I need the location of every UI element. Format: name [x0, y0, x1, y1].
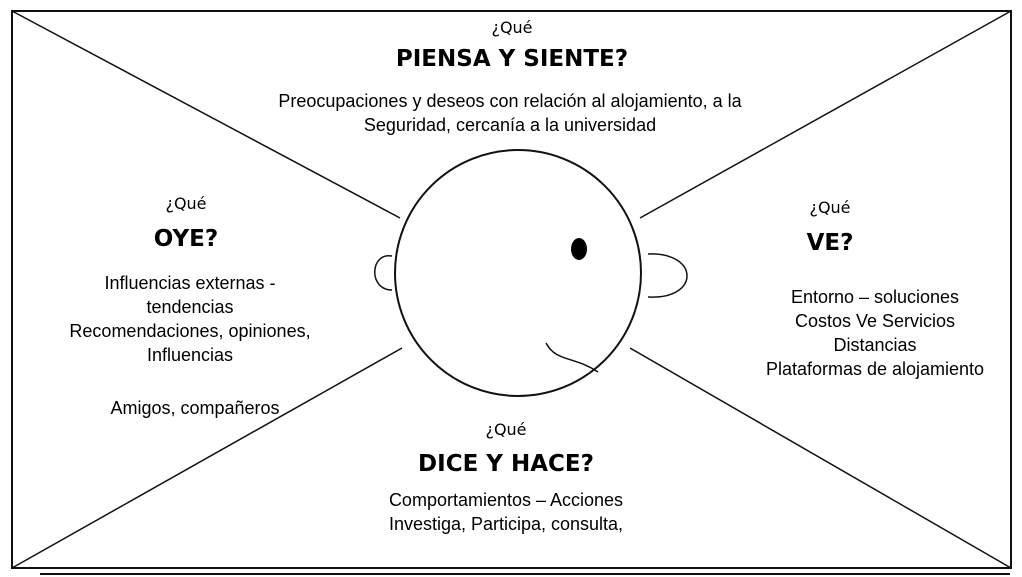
right-line-1: Entorno – soluciones [790, 287, 960, 307]
frame-border [11, 10, 1012, 569]
head-circle [394, 149, 642, 397]
bottom-question: ¿Qué [485, 420, 527, 439]
divider-bottom-left [11, 347, 403, 569]
top-question: ¿Qué [491, 18, 533, 37]
left-line-3: Recomendaciones, opiniones, [69, 321, 311, 341]
bottom-description: Comportamientos – Acciones Investiga, Pa… [356, 488, 656, 536]
top-heading: PIENSA Y SIENTE? [395, 46, 629, 72]
right-ear [647, 253, 688, 298]
right-question: ¿Qué [809, 198, 851, 217]
left-line-1: Influencias externas - [104, 273, 276, 293]
left-heading: OYE? [153, 226, 219, 252]
divider-top-right [639, 10, 1012, 219]
bottom-heading: DICE Y HACE? [418, 451, 594, 477]
left-line-2: tendencias [146, 297, 234, 317]
right-description: Entorno – soluciones Costos Ve Servicios… [730, 285, 1020, 381]
left-ear [374, 255, 393, 291]
eye [571, 238, 587, 260]
divider-bottom-right [629, 347, 1012, 569]
bottom-line-2: Investiga, Participa, consulta, [388, 514, 624, 534]
right-heading: VE? [806, 230, 854, 256]
top-line-2: Seguridad, cercanía a la universidad [363, 115, 657, 135]
right-line-3: Distancias [833, 335, 917, 355]
mouth [545, 342, 599, 373]
divider-top-left [11, 10, 401, 219]
left-question: ¿Qué [165, 194, 207, 213]
right-line-4: Plataformas de alojamiento [765, 359, 985, 379]
left-description: Influencias externas - tendencias Recome… [40, 271, 340, 367]
top-line-1: Preocupaciones y deseos con relación al … [278, 91, 742, 111]
left-line-4: Influencias [146, 345, 234, 365]
bottom-line-1: Comportamientos – Acciones [388, 490, 624, 510]
right-line-2: Costos Ve Servicios [794, 311, 956, 331]
top-description: Preocupaciones y deseos con relación al … [240, 89, 780, 137]
left-extra: Amigos, compañeros [110, 398, 280, 418]
